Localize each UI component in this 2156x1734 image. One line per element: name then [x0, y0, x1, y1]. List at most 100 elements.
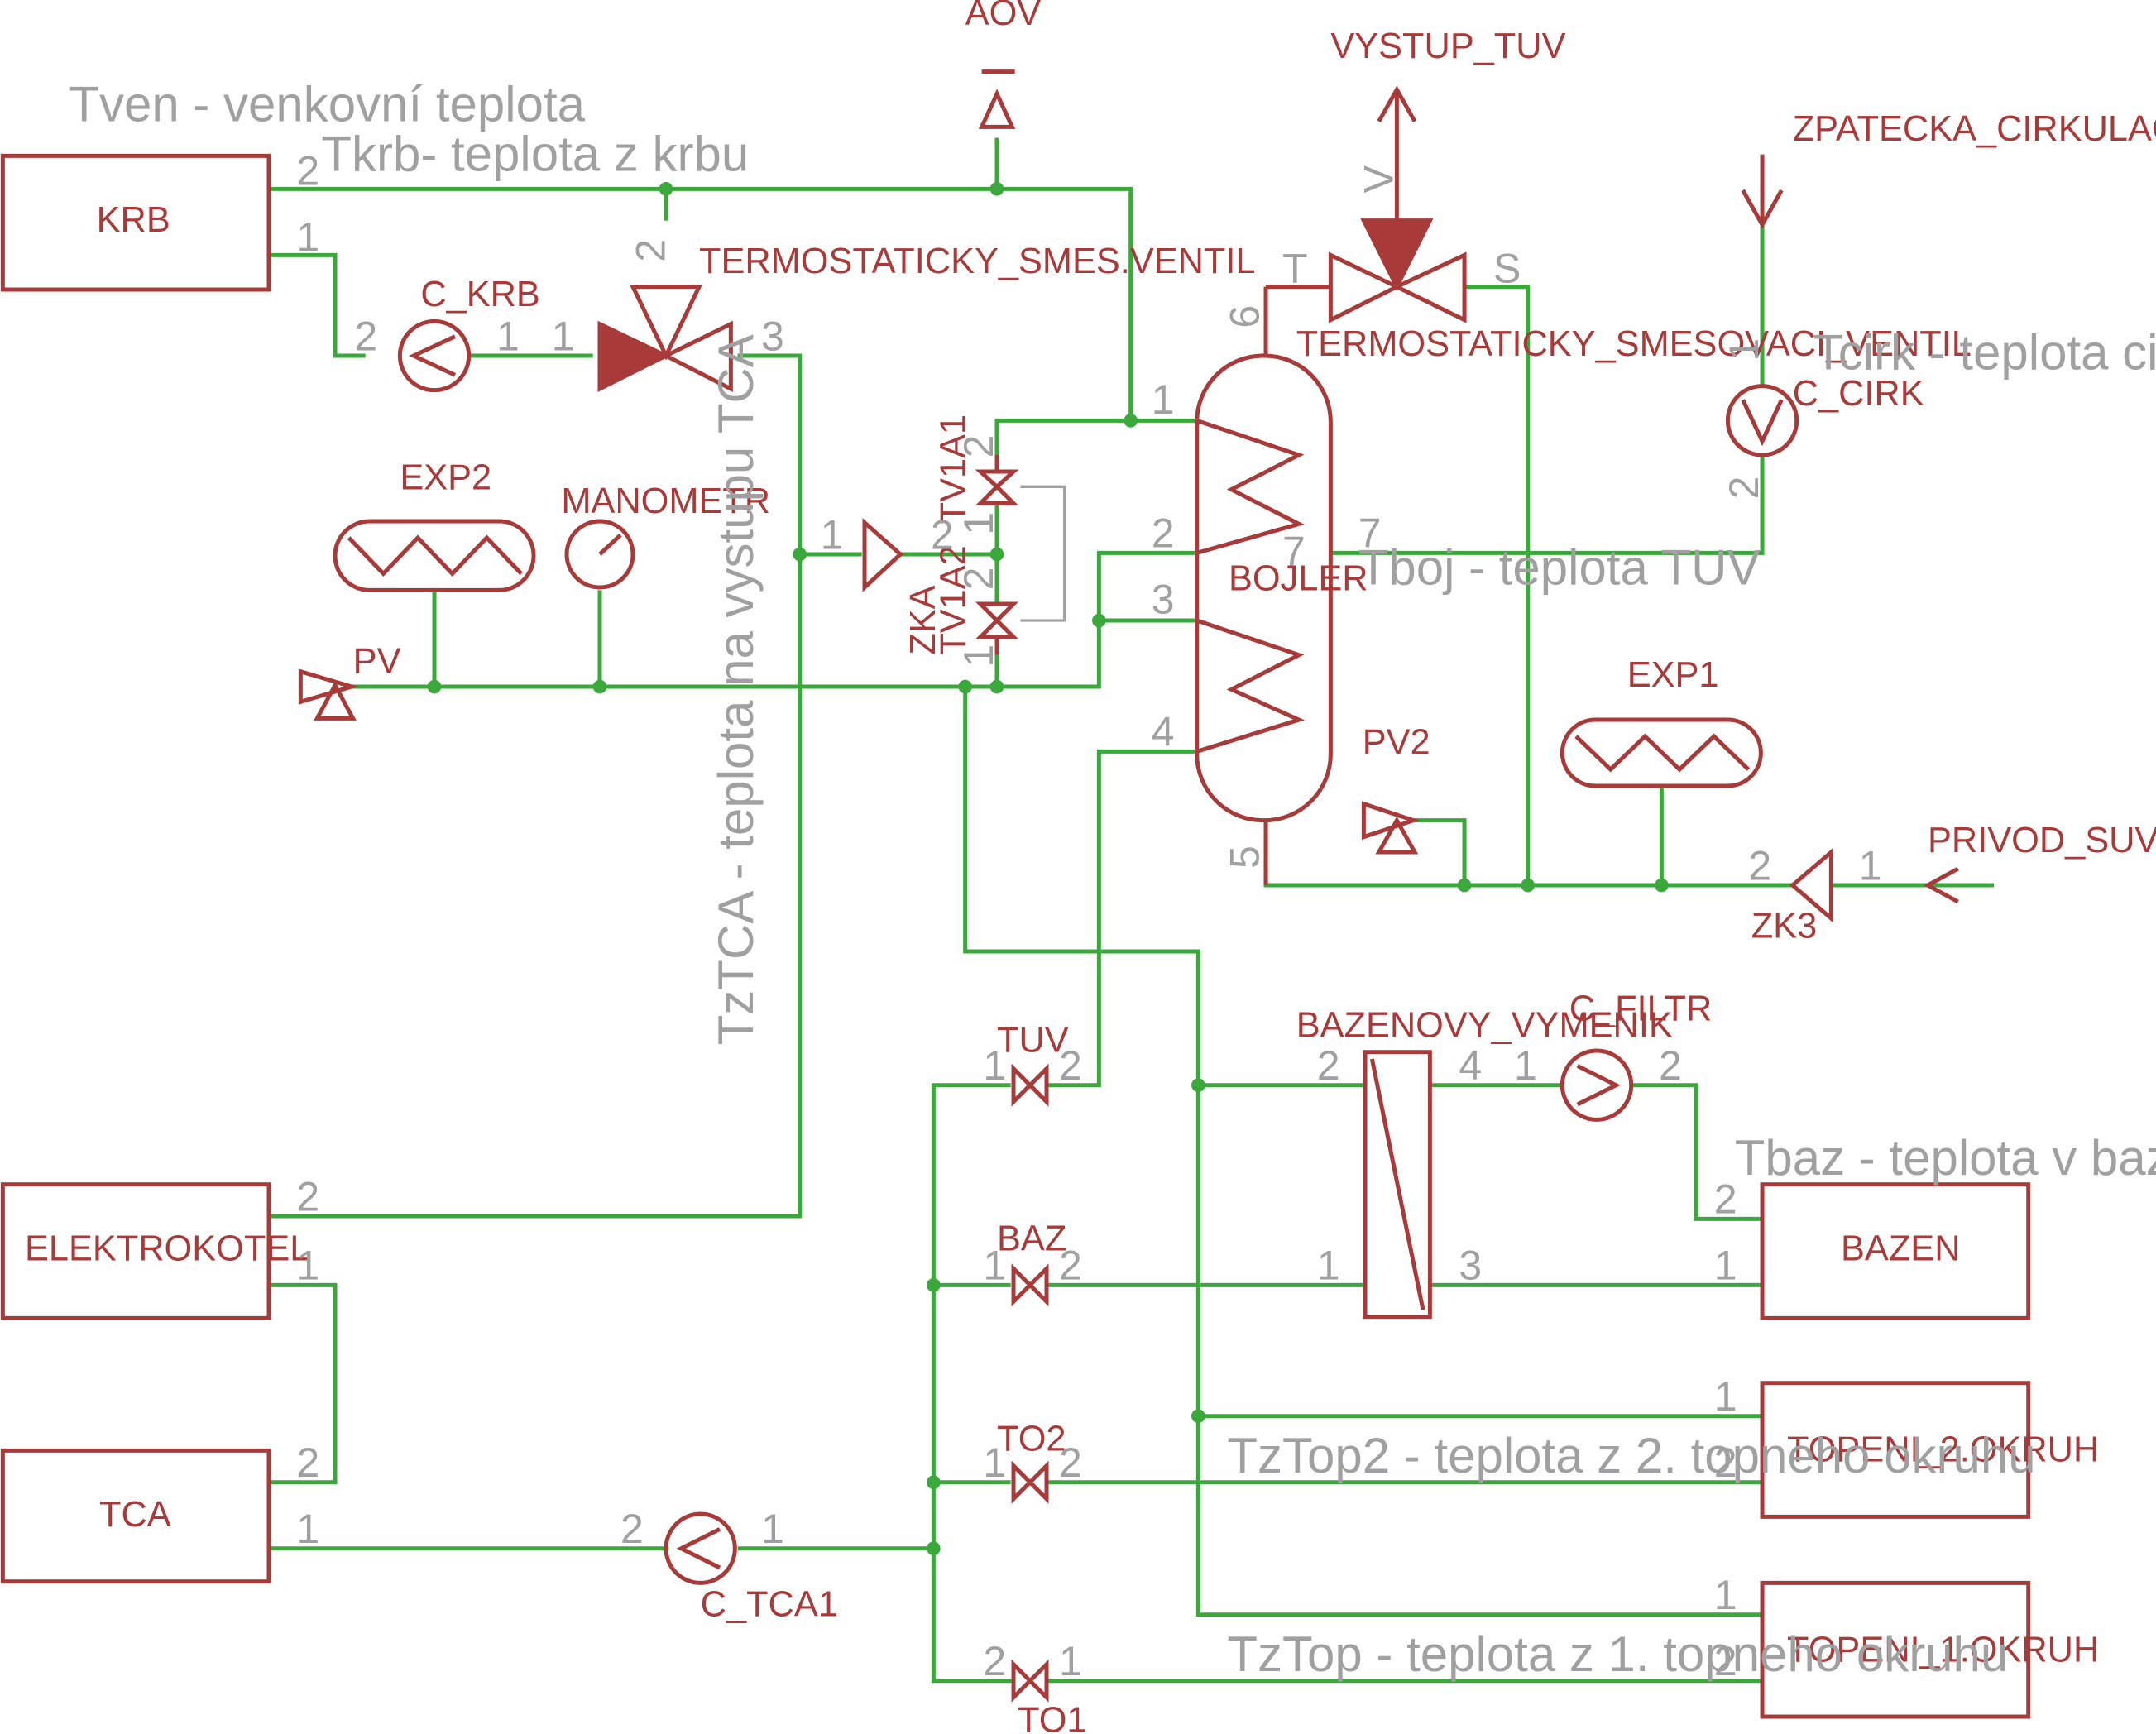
junction	[1124, 414, 1138, 428]
pin-num: 2	[627, 239, 673, 262]
termo-smesovaci-label: TERMOSTATICKY_SMESOVACI_VENTIL	[1296, 324, 1972, 364]
bazenovy-vymenik-label: BAZENOVY_VYMENIK	[1296, 1005, 1673, 1045]
topeni2-label: TOPENI_2.OKRUH	[1787, 1430, 2099, 1470]
elektrokotel-box[interactable]	[0, 1182, 271, 1320]
pin-num: 6	[1222, 305, 1268, 328]
krb-box[interactable]	[0, 153, 271, 292]
junction	[958, 679, 973, 694]
zpatecka-label: ZPATECKA_CIRKULACE	[1793, 109, 2156, 149]
c-tca1-pump[interactable]	[664, 1511, 737, 1585]
manometr-label: MANOMETR	[561, 481, 770, 521]
c-cirk-pump[interactable]	[1725, 384, 1799, 457]
to1-label: TO1	[1018, 1700, 1086, 1734]
wire-pv-line	[352, 618, 1197, 689]
pin-num: 2	[1059, 1042, 1082, 1089]
pin-num: 2	[1659, 1042, 1682, 1089]
pin-num: 7	[1282, 528, 1306, 574]
baz-label: BAZ	[997, 1219, 1066, 1259]
to2-label: TO2	[997, 1419, 1066, 1459]
aov-label: AOV	[965, 0, 1042, 33]
to1-valve[interactable]	[1011, 1659, 1049, 1703]
pin-num: 1	[296, 1506, 319, 1552]
zpatecka-arrow	[1741, 154, 1784, 229]
bazen-box[interactable]	[1760, 1182, 2031, 1320]
pin-num: 2	[956, 568, 1002, 591]
note-tcirk: Tcirk - teplota cirkulace	[1813, 325, 2156, 381]
exp2-label: EXP2	[400, 458, 491, 498]
bojler-coil-upper	[1195, 418, 1305, 555]
tca-box[interactable]	[0, 1448, 271, 1584]
manometr-gauge[interactable]	[564, 519, 635, 590]
c-krb-pump[interactable]	[397, 319, 472, 393]
pin-num: 2	[983, 1638, 1006, 1684]
junction	[1092, 613, 1106, 628]
baz-valve[interactable]	[1011, 1263, 1049, 1307]
c-filtr-pump[interactable]	[1560, 1048, 1634, 1122]
note-tkrb: Tkrb- teplota z krbu	[321, 127, 749, 182]
pin-num: 3	[1459, 1243, 1482, 1289]
bazen-label: BAZEN	[1841, 1229, 1960, 1268]
junction	[659, 182, 673, 196]
wire-pv2	[1413, 818, 1467, 886]
zk3-label: ZK3	[1751, 906, 1817, 946]
wire-cirk-return	[1330, 455, 1765, 555]
zk3-check-valve[interactable]	[1789, 847, 1833, 923]
junction	[427, 679, 442, 694]
pin-num: 2	[296, 1173, 319, 1219]
pin-num: 4	[1459, 1042, 1482, 1089]
pin-num: V	[1355, 165, 1401, 193]
pin-num: 3	[761, 313, 784, 359]
c-filtr-label: C_FILTR	[1569, 989, 1713, 1028]
pin-numbers: 2 1 2 1 1 3 2 1 2 2 1 2 1 1 2 3 4 6 5 7 …	[296, 147, 1881, 1684]
pin-num: 1	[1152, 376, 1175, 423]
pin-num: 2	[1059, 1243, 1082, 1289]
c-krb-label: C_KRB	[420, 275, 539, 314]
termo-smesovaci-valve[interactable]	[1328, 85, 1467, 323]
aov-valve[interactable]	[978, 69, 1016, 129]
topeni2-box[interactable]	[1760, 1381, 2031, 1519]
pin-num: 2	[1748, 842, 1771, 889]
exp1-label: EXP1	[1627, 655, 1719, 695]
pin-num: 1	[1059, 1638, 1082, 1684]
pin-num: 1	[1859, 842, 1882, 889]
pin-num: 3	[1152, 577, 1175, 623]
zka-check-valve[interactable]	[862, 518, 904, 592]
pin-num: 2	[620, 1506, 644, 1552]
wire-manifold	[931, 1083, 1014, 1684]
wire-elektro-tca	[269, 1282, 338, 1485]
pin-num: 1	[1714, 1373, 1737, 1420]
vystup-tuv-label: VYSTUP_TUV	[1330, 26, 1565, 66]
pv2-safety-valve[interactable]	[1361, 801, 1421, 855]
tv1a1-valve[interactable]	[975, 455, 1019, 505]
wire-krb-return	[269, 252, 366, 358]
exp2-vessel[interactable]	[333, 519, 536, 592]
pin-num: 7	[1358, 510, 1382, 557]
wire-boiler-4	[1047, 749, 1197, 1088]
tv1a2-valve[interactable]	[975, 601, 1019, 655]
pin-num: 2	[1714, 1439, 1737, 1486]
bojler-coil-lower	[1195, 618, 1306, 754]
privod-suv-label: PRIVOD_SUV	[1928, 821, 2156, 860]
pv-safety-valve[interactable]	[298, 668, 359, 721]
tv1a1-label: TV1A1	[934, 414, 974, 524]
bojler-label: BOJLER	[1229, 558, 1368, 598]
valve-bracket	[1020, 485, 1066, 622]
tv1a2-label: TV1A2	[934, 545, 974, 654]
to2-valve[interactable]	[1011, 1460, 1049, 1504]
junction	[989, 679, 1004, 694]
c-cirk-label: C_CIRK	[1793, 374, 1924, 414]
junction	[989, 182, 1004, 196]
elektrokotel-label: ELEKTROKOTEL	[25, 1229, 309, 1268]
pin-num: 2	[1714, 1638, 1737, 1684]
junction	[592, 679, 607, 694]
pin-num: 2	[296, 147, 319, 194]
exp1-vessel[interactable]	[1560, 717, 1763, 788]
termo-smes-valve[interactable]	[597, 285, 733, 393]
pin-num: 1	[821, 511, 844, 558]
topeni1-box[interactable]	[1760, 1580, 2031, 1719]
termo-smes-label: TERMOSTATICKY_SMES.VENTIL	[699, 242, 1255, 281]
tuv-valve[interactable]	[1011, 1063, 1049, 1107]
bazenovy-vymenik[interactable]	[1363, 1050, 1432, 1320]
junction	[1655, 878, 1669, 893]
